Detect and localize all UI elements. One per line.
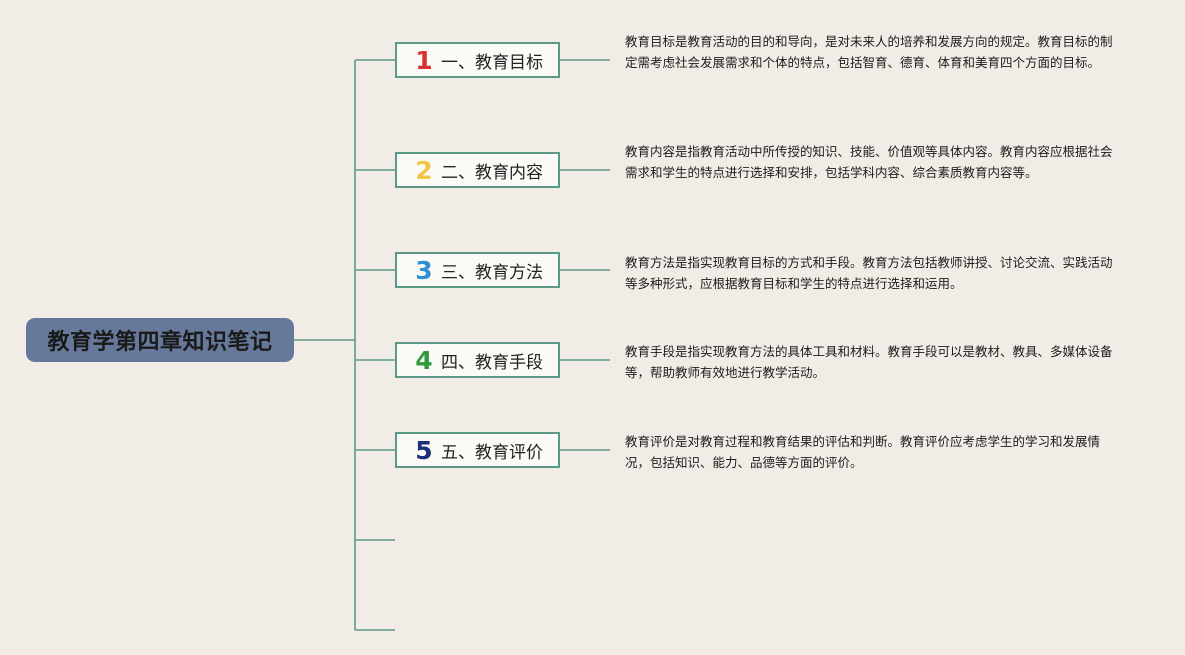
branch-description-1[interactable]: 教育目标是教育活动的目的和导向，是对未来人的培养和发展方向的规定。教育目标的制定… xyxy=(625,34,1113,70)
branch-label: 一、教育目标 xyxy=(441,52,543,73)
branch-description-4[interactable]: 教育手段是指实现教育方法的具体工具和材料。教育手段可以是教材、教具、多媒体设备等… xyxy=(625,344,1113,380)
branch-description-5[interactable]: 教育评价是对教育过程和教育结果的评估和判断。教育评价应考虑学生的学习和发展情况，… xyxy=(625,434,1101,470)
branch-topic-5[interactable]: 5 五、教育评价 xyxy=(395,432,560,468)
branch-topic-2[interactable]: 2 二、教育内容 xyxy=(395,152,560,188)
branch-label: 四、教育手段 xyxy=(441,352,543,373)
number-one-icon: 1 xyxy=(415,45,433,75)
branch-description-2[interactable]: 教育内容是指教育活动中所传授的知识、技能、价值观等具体内容。教育内容应根据社会需… xyxy=(625,144,1113,180)
number-two-icon: 2 xyxy=(415,155,433,185)
branch-topic-4[interactable]: 4 四、教育手段 xyxy=(395,342,560,378)
branch-topic-3[interactable]: 3 三、教育方法 xyxy=(395,252,560,288)
number-five-icon: 5 xyxy=(415,435,433,465)
root-topic[interactable]: 教育学第四章知识笔记 xyxy=(26,318,294,362)
branch-description-3[interactable]: 教育方法是指实现教育目标的方式和手段。教育方法包括教师讲授、讨论交流、实践活动等… xyxy=(625,255,1113,291)
number-three-icon: 3 xyxy=(415,255,433,285)
number-four-icon: 4 xyxy=(415,345,433,375)
branch-label: 五、教育评价 xyxy=(441,442,543,463)
branch-label: 三、教育方法 xyxy=(441,262,543,283)
branch-label: 二、教育内容 xyxy=(441,162,543,183)
branch-topic-1[interactable]: 1 一、教育目标 xyxy=(395,42,560,78)
